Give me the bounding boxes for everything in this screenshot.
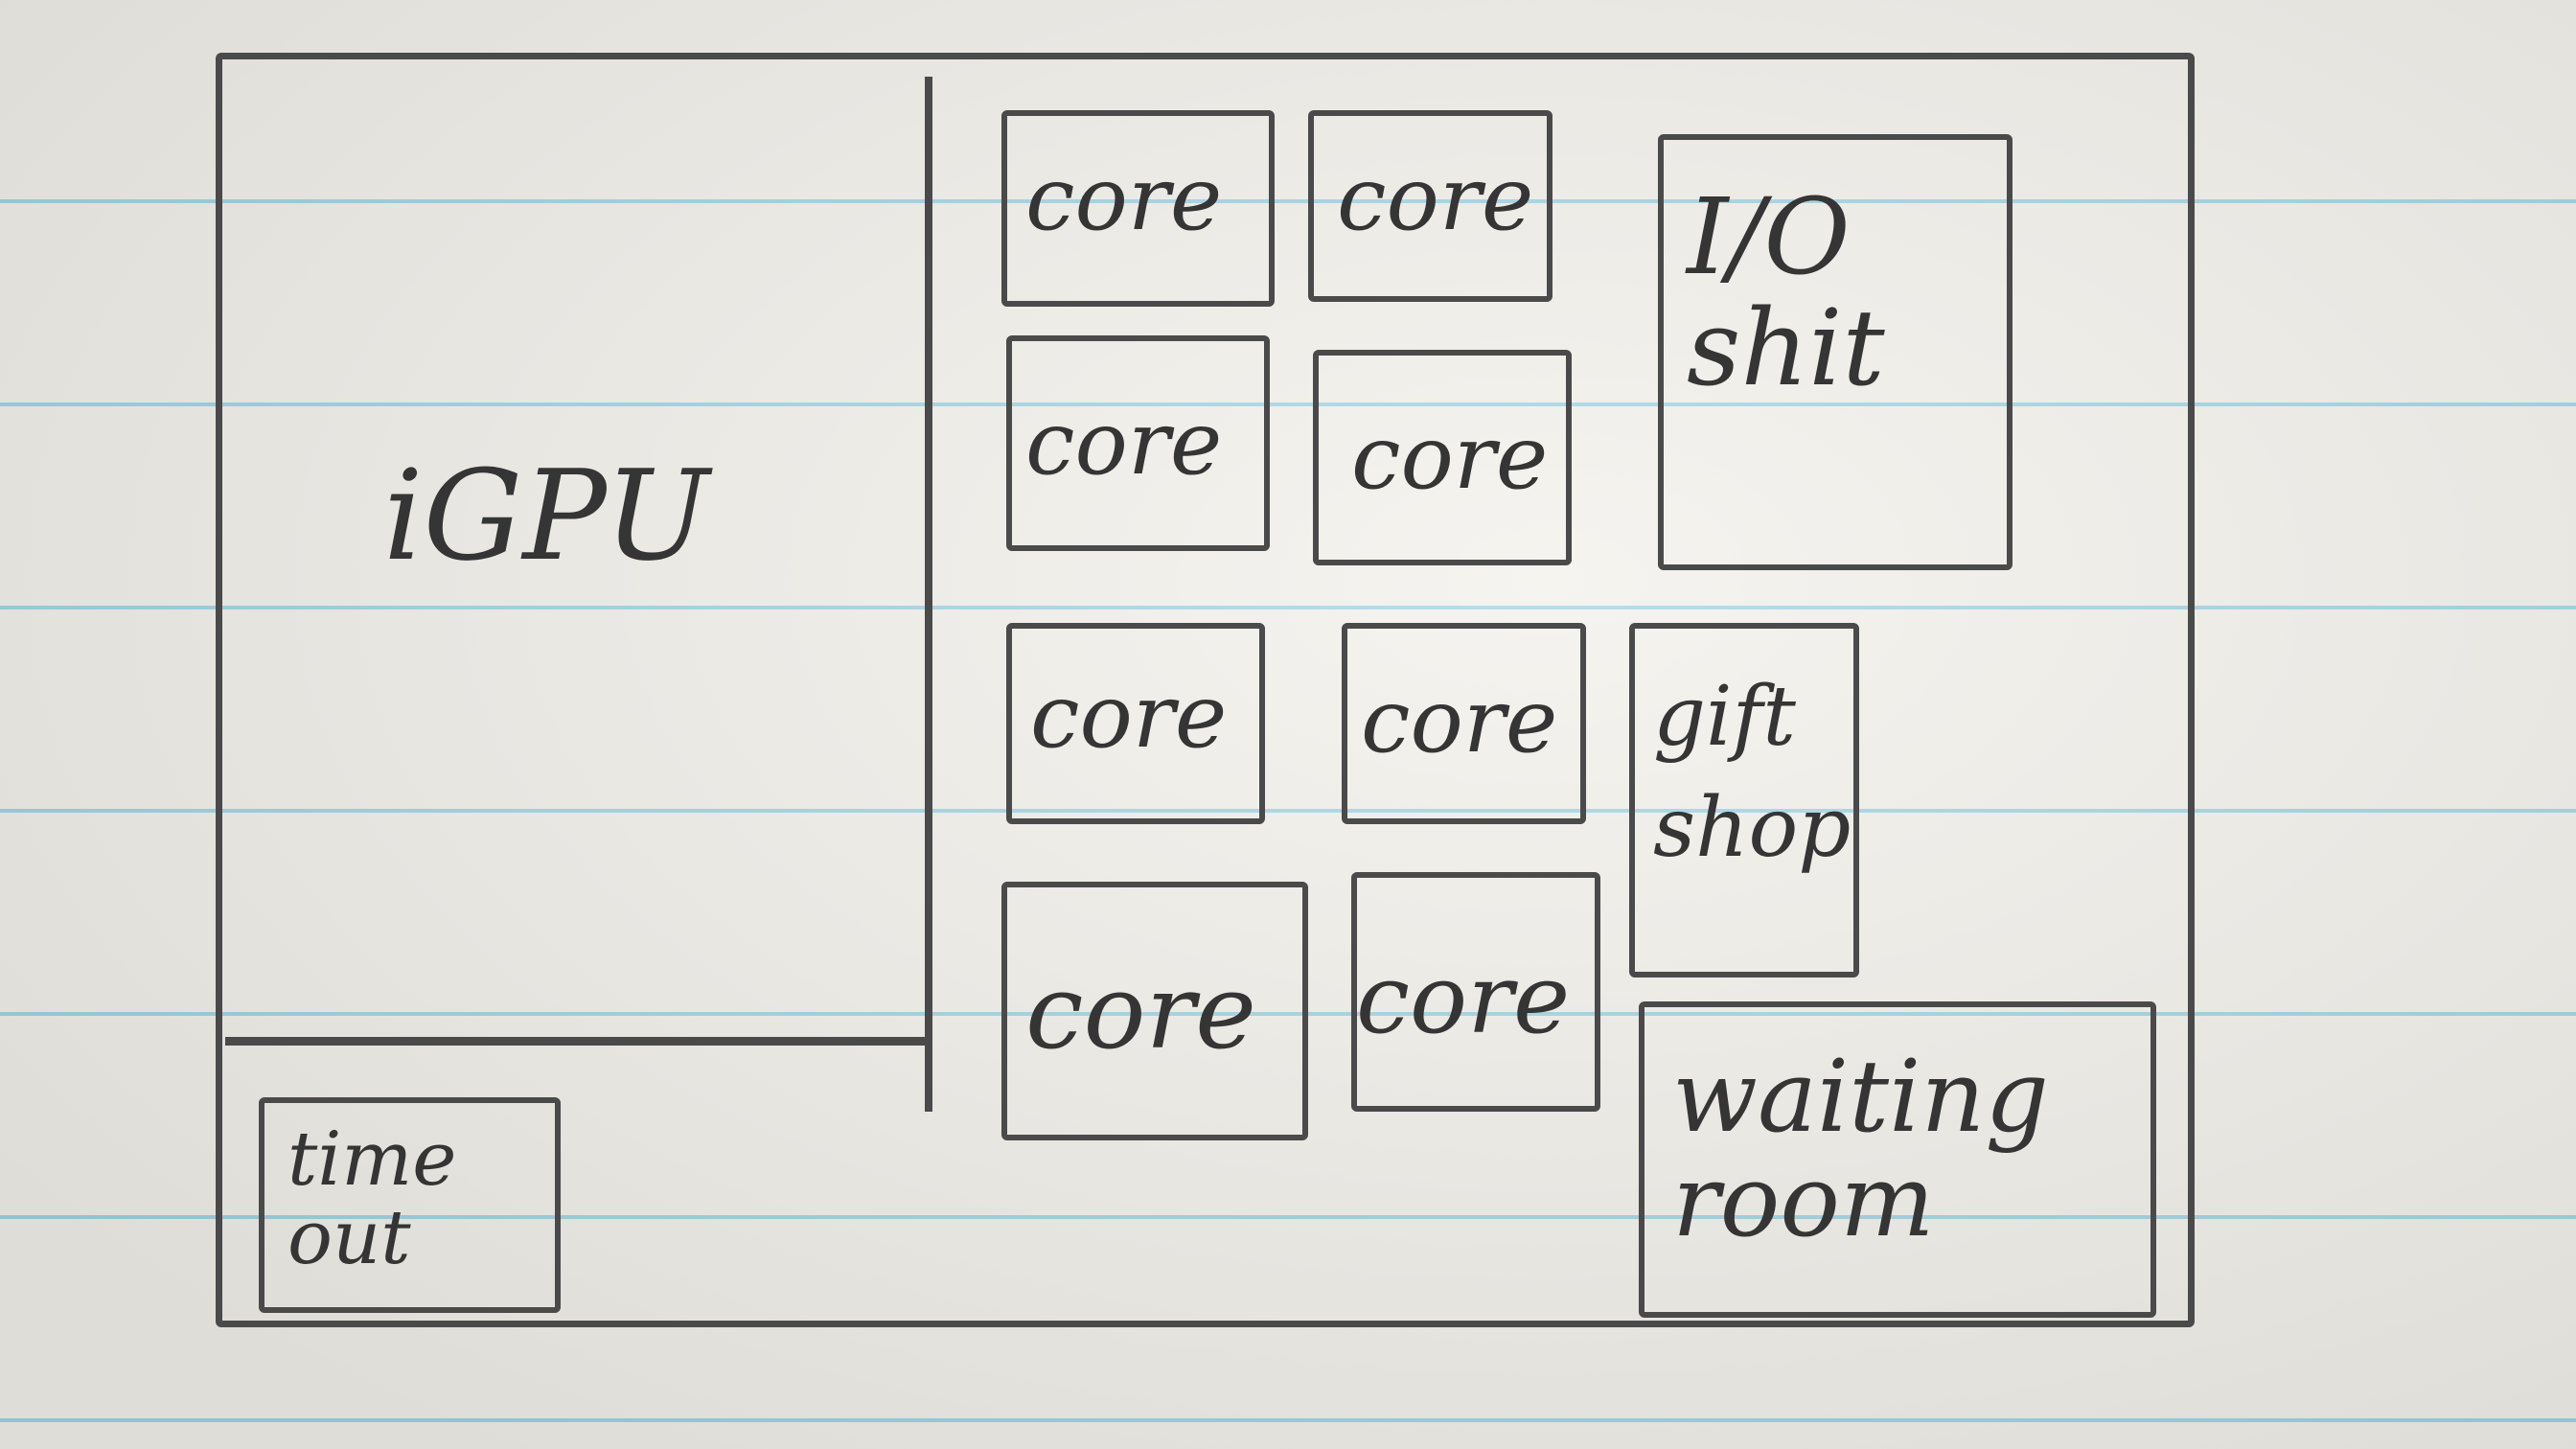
- core-6: [1342, 623, 1586, 824]
- io-region: [1658, 134, 2012, 570]
- core-7: [1001, 882, 1308, 1140]
- core-2: [1308, 110, 1552, 302]
- core-5-label: core: [1030, 665, 1228, 768]
- waiting-room-region: [1639, 1001, 2156, 1318]
- core-4-label: core: [1351, 406, 1549, 509]
- time-out-region: [259, 1097, 561, 1313]
- waiting-room-label: waiting room: [1672, 1038, 2049, 1260]
- igpu-label: iGPU: [383, 443, 710, 588]
- core-8-label: core: [1356, 943, 1571, 1055]
- io-label: I/O shit: [1687, 175, 1885, 409]
- igpu-divider-horizontal: [225, 1037, 930, 1046]
- core-1: [1001, 110, 1275, 307]
- time-out-label: time out: [288, 1116, 457, 1281]
- core-2-label: core: [1337, 148, 1534, 250]
- core-1-label: core: [1025, 148, 1223, 250]
- core-8: [1351, 872, 1600, 1112]
- core-5: [1006, 623, 1265, 824]
- core-3-label: core: [1025, 392, 1223, 494]
- core-7-label: core: [1025, 953, 1257, 1072]
- core-4: [1313, 350, 1572, 565]
- igpu-divider-vertical: [925, 77, 932, 1112]
- core-6-label: core: [1361, 670, 1558, 772]
- core-3: [1006, 335, 1270, 551]
- gift-shop-region: [1629, 623, 1859, 978]
- gift-shop-label: gift shop: [1653, 669, 1852, 877]
- die-outline: [216, 53, 2195, 1327]
